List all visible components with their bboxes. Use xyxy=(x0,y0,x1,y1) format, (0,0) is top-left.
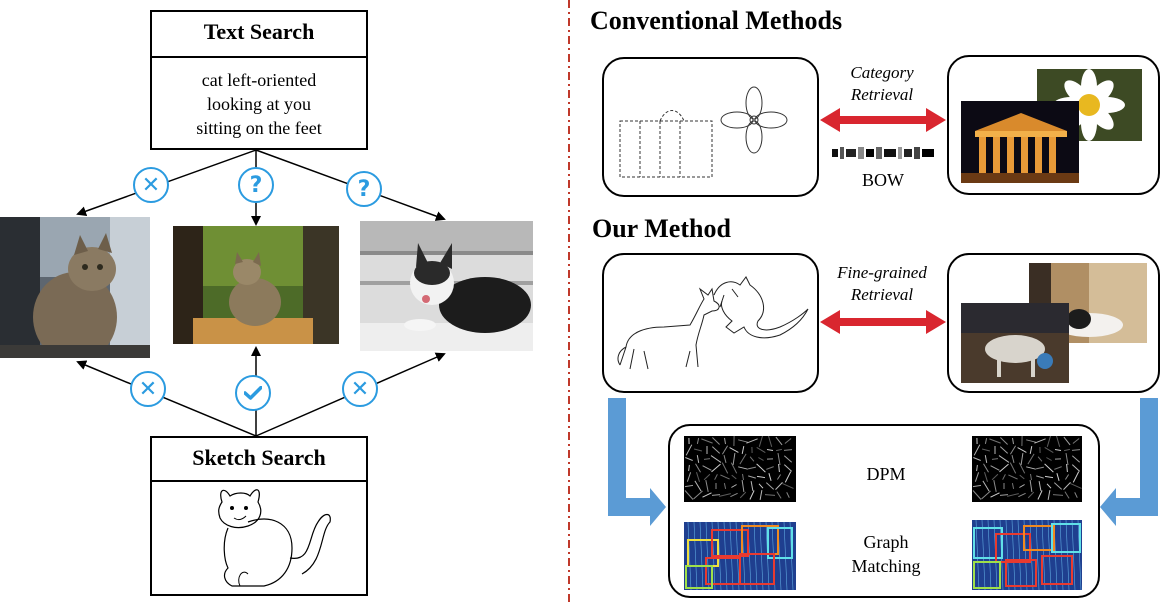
ours-image-panel xyxy=(947,253,1160,393)
bow-label: BOW xyxy=(862,170,904,190)
blue-arrow-right xyxy=(1100,398,1158,526)
cat-sketch xyxy=(218,489,331,587)
building-flower-sketch xyxy=(619,86,788,178)
sketch-search-box: Sketch Search xyxy=(150,436,368,596)
conventional-image-panel xyxy=(947,55,1160,195)
category-retrieval-arrow xyxy=(820,108,946,132)
text-search-title: Text Search xyxy=(152,12,366,58)
fine-grained-arrow xyxy=(820,310,946,334)
graph-matching-label: Graph Matching xyxy=(851,532,921,576)
bow-histogram xyxy=(832,146,934,159)
our-method-heading: Our Method xyxy=(592,214,731,243)
cross-icon: ✕ xyxy=(133,167,169,203)
graph-matching-right xyxy=(972,520,1082,590)
hog-feature-right xyxy=(972,436,1082,502)
graph-matching-left xyxy=(684,522,796,590)
dog-sketch xyxy=(617,276,809,370)
cat-photo-center xyxy=(173,226,339,344)
text-search-box: Text Search cat left-oriented looking at… xyxy=(150,10,368,150)
text-query-line-2: looking at you xyxy=(207,94,311,114)
dpm-panel: DPM Graph Matching xyxy=(668,424,1100,598)
dog-photo-front xyxy=(961,303,1069,383)
hog-feature-left xyxy=(684,436,796,502)
check-icon xyxy=(235,375,271,411)
cat-photo-right xyxy=(360,221,533,351)
category-label: Category Retrieval xyxy=(850,63,914,104)
ours-sketch-panel xyxy=(602,253,819,393)
connector-sketch-left xyxy=(76,360,257,437)
text-query-line-1: cat left-oriented xyxy=(201,70,317,90)
blue-arrow-left xyxy=(608,398,666,526)
dpm-label: DPM xyxy=(866,464,906,484)
sketch-search-title: Sketch Search xyxy=(152,438,366,482)
cat-photo-left xyxy=(0,217,150,358)
question-icon: ? xyxy=(346,171,382,207)
conventional-sketch-panel xyxy=(602,57,819,197)
question-icon: ? xyxy=(238,167,274,203)
cross-icon: ✕ xyxy=(130,371,166,407)
pantheon-photo xyxy=(961,101,1079,183)
cross-icon: ✕ xyxy=(342,371,378,407)
fine-grained-label: Fine-grained Retrieval xyxy=(837,263,927,304)
conventional-heading: Conventional Methods xyxy=(590,6,843,35)
text-query-line-3: sitting on the feet xyxy=(196,118,322,138)
